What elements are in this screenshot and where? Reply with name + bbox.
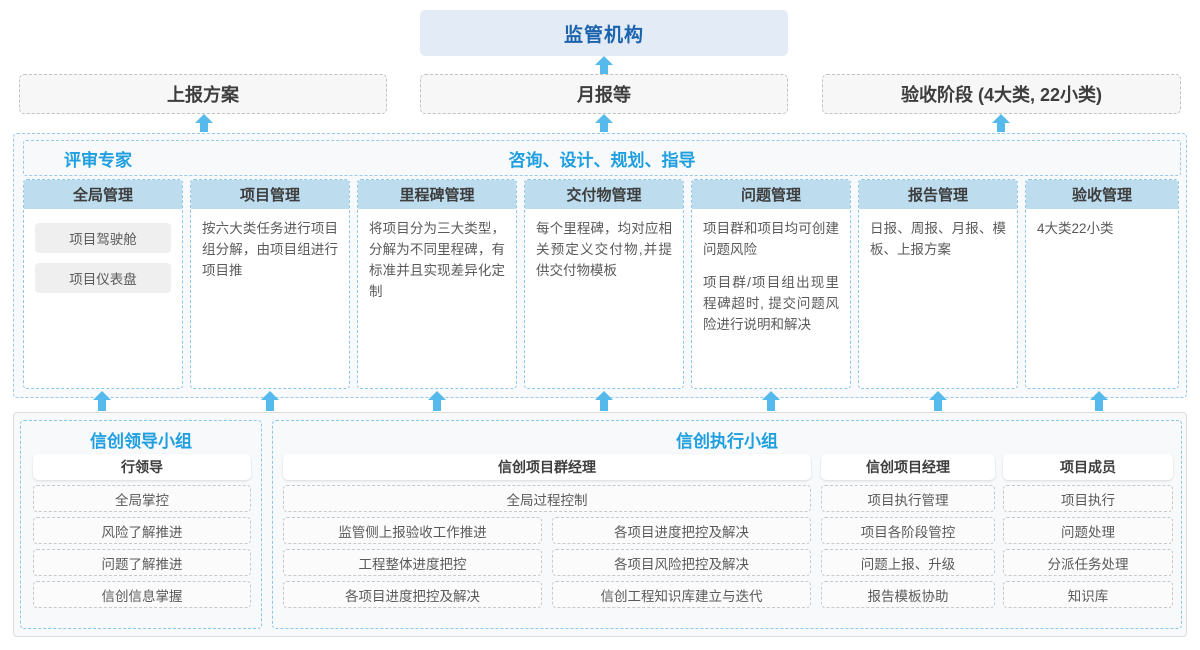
report-box-plan: 上报方案 — [19, 74, 387, 114]
capability-column-deliverable[interactable]: 交付物管理 每个里程碑，均对应相关预定义交付物,并提供交付物模板 — [524, 179, 684, 389]
column-body: 项目驾驶舱 项目仪表盘 — [24, 209, 182, 293]
arrow-up-col-4 — [595, 391, 613, 411]
column-header: 报告管理 — [859, 180, 1017, 209]
program-manager-tasks-left: 监管侧上报验收工作推进 工程整体进度把控 各项目进度把控及解决 — [283, 512, 542, 608]
capability-column-acceptance[interactable]: 验收管理 4大类22小类 — [1025, 179, 1179, 389]
arrow-mid-to-acceptance — [992, 114, 1010, 132]
role-header-project-manager[interactable]: 信创项目经理 — [821, 454, 995, 480]
column-header: 交付物管理 — [525, 180, 683, 209]
task-item[interactable]: 各项目风险把控及解决 — [552, 549, 811, 576]
arrow-mid-to-monthly — [595, 114, 613, 132]
capability-band: 评审专家 咨询、设计、规划、指导 — [23, 140, 1181, 176]
capability-column-issue[interactable]: 问题管理 项目群和项目均可创建问题风险 项目群/项目组出现里程碑超时, 提交问题… — [691, 179, 851, 389]
task-item[interactable]: 工程整体进度把控 — [283, 549, 542, 576]
column-text: 每个里程碑，均对应相关预定义交付物,并提供交付物模板 — [536, 221, 672, 278]
column-text: 项目群和项目均可创建问题风险 — [703, 221, 839, 257]
task-item[interactable]: 项目各阶段管控 — [821, 517, 995, 544]
role-header-project-member[interactable]: 项目成员 — [1003, 454, 1173, 480]
band-label-consulting: 咨询、设计、规划、指导 — [508, 150, 696, 170]
report-box-monthly: 月报等 — [420, 74, 788, 114]
task-item[interactable]: 问题上报、升级 — [821, 549, 995, 576]
capability-column-milestone[interactable]: 里程碑管理 将项目分为三大类型，分解为不同里程碑，有标准并且实现差异化定制 — [357, 179, 517, 389]
task-item[interactable]: 报告模板协助 — [821, 581, 995, 608]
capability-pill[interactable]: 项目驾驶舱 — [35, 223, 171, 253]
column-body: 按六大类任务进行项目组分解，由项目组进行项目推 — [191, 209, 349, 281]
task-item[interactable]: 各项目进度把控及解决 — [283, 581, 542, 608]
task-item[interactable]: 信创工程知识库建立与迭代 — [552, 581, 811, 608]
task-item[interactable]: 知识库 — [1003, 581, 1173, 608]
column-body: 每个里程碑，均对应相关预定义交付物,并提供交付物模板 — [525, 209, 683, 281]
task-item[interactable]: 风险了解推进 — [33, 517, 251, 544]
capability-column-project[interactable]: 项目管理 按六大类任务进行项目组分解，由项目组进行项目推 — [190, 179, 350, 389]
arrow-up-col-1 — [93, 391, 111, 411]
column-header: 里程碑管理 — [358, 180, 516, 209]
column-text: 4大类22小类 — [1037, 221, 1114, 236]
report-label: 上报方案 — [167, 85, 239, 105]
program-manager-column: 信创项目群经理 全局过程控制 监管侧上报验收工作推进 工程整体进度把控 各项目进… — [283, 454, 811, 608]
column-text: 将项目分为三大类型，分解为不同里程碑，有标准并且实现差异化定制 — [369, 221, 505, 299]
task-item[interactable]: 全局掌控 — [33, 485, 251, 512]
column-header: 验收管理 — [1026, 180, 1178, 209]
task-item[interactable]: 信创信息掌握 — [33, 581, 251, 608]
arrow-up-col-2 — [261, 391, 279, 411]
task-item[interactable]: 各项目进度把控及解决 — [552, 517, 811, 544]
task-item[interactable]: 分派任务处理 — [1003, 549, 1173, 576]
column-header: 全局管理 — [24, 180, 182, 209]
program-manager-tasks-right: 各项目进度把控及解决 各项目风险把控及解决 信创工程知识库建立与迭代 — [552, 512, 811, 608]
task-item[interactable]: 问题了解推进 — [33, 549, 251, 576]
program-manager-task-grid: 监管侧上报验收工作推进 工程整体进度把控 各项目进度把控及解决 各项目进度把控及… — [283, 512, 811, 608]
capability-pill[interactable]: 项目仪表盘 — [35, 263, 171, 293]
regulator-box: 监管机构 — [420, 10, 788, 56]
project-manager-column: 信创项目经理 项目执行管理 项目各阶段管控 问题上报、升级 报告模板协助 — [821, 454, 995, 608]
task-item[interactable]: 问题处理 — [1003, 517, 1173, 544]
column-body: 4大类22小类 — [1026, 209, 1178, 239]
column-text: 按六大类任务进行项目组分解，由项目组进行项目推 — [202, 221, 338, 278]
task-item[interactable]: 项目执行管理 — [821, 485, 995, 512]
execution-group-title: 信创执行小组 — [676, 432, 778, 451]
arrow-mid-to-plan — [195, 114, 213, 132]
arrow-up-col-6 — [929, 391, 947, 411]
report-label: 验收阶段 (4大类, 22小类) — [900, 85, 1103, 105]
project-members-column: 项目成员 项目执行 问题处理 分派任务处理 知识库 — [1003, 454, 1173, 608]
column-text: 项目群/项目组出现里程碑超时, 提交问题风险进行说明和解决 — [703, 275, 839, 332]
column-header: 问题管理 — [692, 180, 850, 209]
leadership-group[interactable]: 信创领导小组 行领导 全局掌控 风险了解推进 问题了解推进 信创信息掌握 — [20, 420, 262, 629]
column-body: 将项目分为三大类型，分解为不同里程碑，有标准并且实现差异化定制 — [358, 209, 516, 302]
column-body: 日报、周报、月报、模板、上报方案 — [859, 209, 1017, 260]
role-header-bank-leader[interactable]: 行领导 — [33, 454, 251, 480]
capability-column-report[interactable]: 报告管理 日报、周报、月报、模板、上报方案 — [858, 179, 1018, 389]
report-box-acceptance: 验收阶段 (4大类, 22小类) — [822, 74, 1181, 114]
leadership-group-title: 信创领导小组 — [90, 432, 192, 451]
regulator-label: 监管机构 — [563, 24, 644, 46]
report-label: 月报等 — [577, 85, 631, 105]
column-text: 日报、周报、月报、模板、上报方案 — [870, 221, 1006, 257]
task-item-global-process[interactable]: 全局过程控制 — [283, 485, 811, 512]
arrow-reports-to-regulator — [595, 56, 613, 74]
capability-column-global[interactable]: 全局管理 项目驾驶舱 项目仪表盘 — [23, 179, 183, 389]
arrow-up-col-3 — [428, 391, 446, 411]
task-item[interactable]: 监管侧上报验收工作推进 — [283, 517, 542, 544]
column-body: 项目群和项目均可创建问题风险 项目群/项目组出现里程碑超时, 提交问题风险进行说… — [692, 209, 850, 335]
band-label-reviewers: 评审专家 — [64, 150, 132, 170]
arrow-up-col-7 — [1090, 391, 1108, 411]
task-item[interactable]: 项目执行 — [1003, 485, 1173, 512]
arrow-up-col-5 — [762, 391, 780, 411]
column-header: 项目管理 — [191, 180, 349, 209]
role-header-program-manager[interactable]: 信创项目群经理 — [283, 454, 811, 480]
organization-panel: 信创领导小组 行领导 全局掌控 风险了解推进 问题了解推进 信创信息掌握 信创执… — [13, 412, 1187, 637]
execution-group[interactable]: 信创执行小组 信创项目群经理 全局过程控制 监管侧上报验收工作推进 工程整体进度… — [272, 420, 1182, 629]
leadership-role-column: 行领导 全局掌控 风险了解推进 问题了解推进 信创信息掌握 — [33, 454, 251, 608]
capability-panel: 评审专家 咨询、设计、规划、指导 全局管理 项目驾驶舱 项目仪表盘 项目管理 按… — [13, 133, 1187, 398]
